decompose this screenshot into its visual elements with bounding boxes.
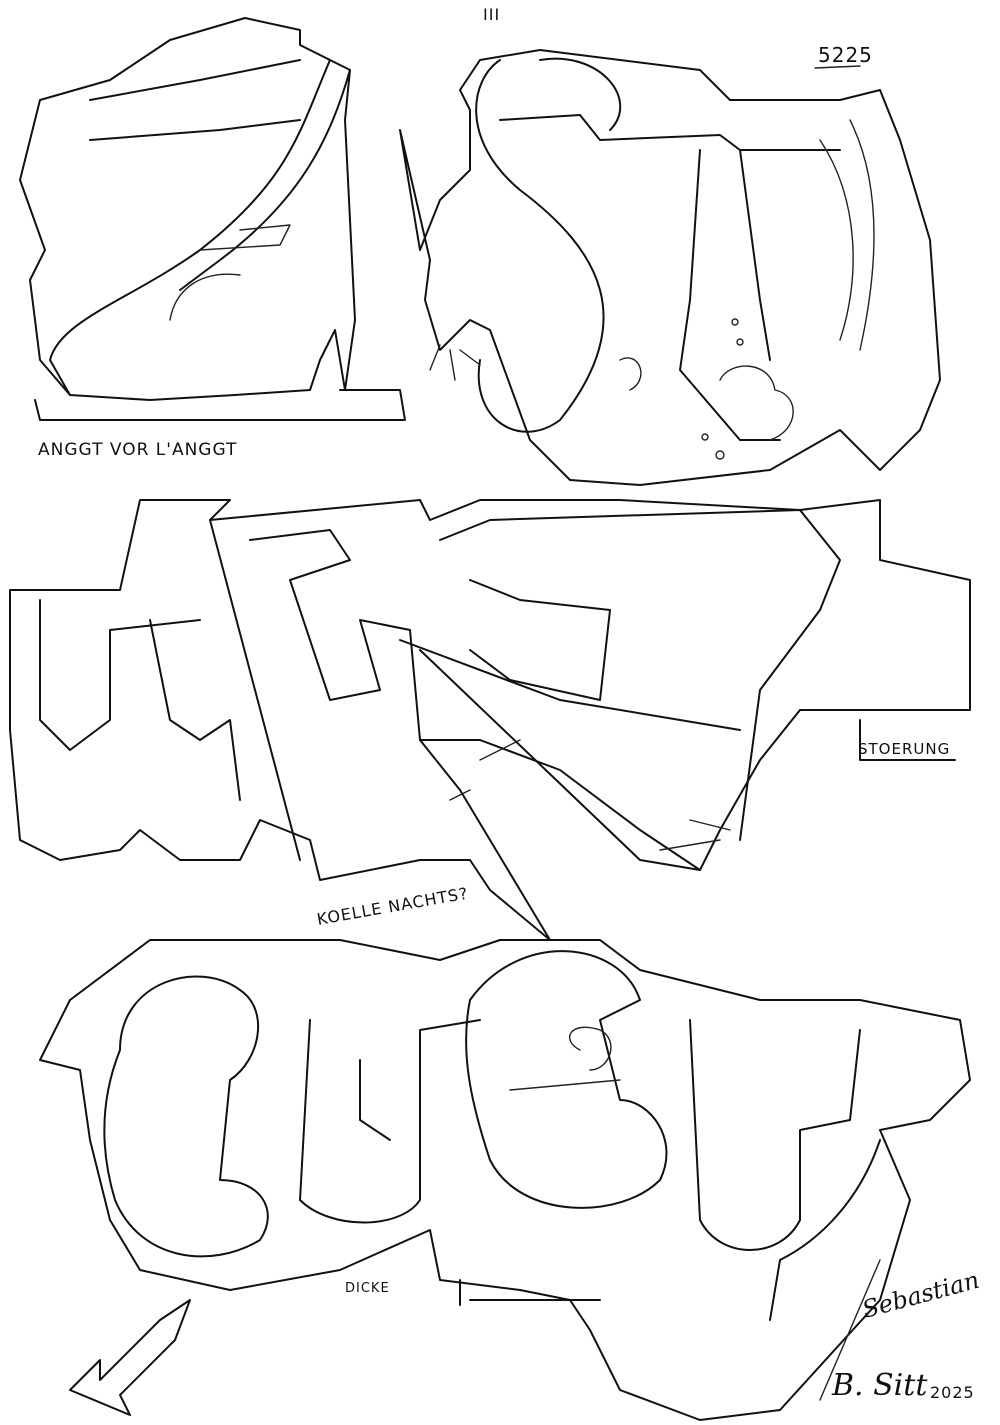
top-letters-sketch [19,17,941,486]
signature-name: Sebastian [859,1266,982,1324]
caption-stoerung: STOERUNG [858,740,950,758]
signature-year: 2025 [930,1383,975,1402]
middle-letters-sketch [9,499,971,941]
caption-koelle: KOELLE NACHTS? [315,884,470,929]
code-label: 5225 [818,43,873,67]
caption-dicke: DICKE [345,1281,390,1296]
bottom-letters-sketch [39,939,971,1421]
signature-initials: B. Sitt [831,1368,928,1403]
caption-angst: ANGGT VOR L'ANGGT [38,440,237,460]
roman-numeral-label: III [483,5,500,24]
